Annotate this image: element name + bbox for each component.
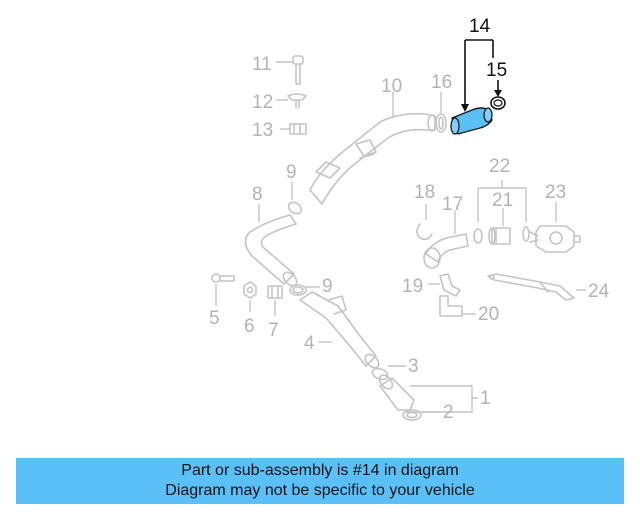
callout-23: 23	[545, 182, 566, 203]
part-10-hose	[309, 92, 437, 205]
part-20-clip	[439, 295, 476, 317]
part-16-clamp	[435, 92, 447, 133]
callout-13: 13	[252, 120, 273, 141]
part-11-bolt	[276, 55, 304, 85]
part-21-hose	[488, 208, 511, 245]
callout-18: 18	[414, 182, 435, 203]
callout-24: 24	[588, 281, 610, 302]
callout-15: 15	[486, 60, 507, 81]
part-14-hose-highlighted	[450, 107, 493, 135]
callout-3: 3	[408, 356, 419, 377]
banner-line-1: Part or sub-assembly is #14 in diagram	[181, 462, 459, 479]
callout-14: 14	[469, 16, 491, 37]
part-13-clip	[280, 123, 307, 135]
part-23-housing	[529, 202, 581, 253]
callout-17: 17	[442, 194, 463, 215]
part-7-grommet	[267, 285, 283, 316]
part-15-o-ring	[490, 96, 506, 110]
part-6-nut	[243, 281, 257, 312]
callout-22: 22	[489, 156, 510, 177]
part-24-bracket	[487, 273, 586, 301]
part-3-clamp	[371, 365, 406, 381]
callout-11: 11	[252, 54, 272, 75]
callout-15-leader	[494, 80, 502, 97]
callout-1: 1	[480, 388, 491, 409]
part-22-assembly	[473, 180, 530, 244]
part-1-hose	[378, 374, 478, 413]
part-2-clamp	[402, 409, 440, 421]
part-4-pipe	[299, 291, 380, 369]
part-9-clamp-upper	[287, 182, 303, 215]
part-8-hose	[244, 204, 298, 287]
callout-5: 5	[209, 308, 220, 329]
part-19-bracket	[428, 273, 461, 297]
callout-16: 16	[431, 72, 452, 93]
callout-14-leader	[461, 39, 494, 112]
info-banner: Part or sub-assembly is #14 in diagram D…	[16, 458, 624, 504]
part-9-clamp-lower	[289, 284, 320, 296]
callout-19: 19	[402, 276, 423, 297]
callout-4: 4	[304, 333, 315, 354]
parts-diagram: 11 12 13 10 16	[209, 16, 610, 423]
callout-9a: 9	[286, 162, 297, 183]
callout-2: 2	[443, 402, 454, 423]
callout-8: 8	[252, 184, 263, 205]
callout-12: 12	[252, 92, 273, 113]
callout-6: 6	[244, 316, 255, 337]
part-12-clip	[276, 93, 307, 109]
callout-10: 10	[381, 76, 402, 97]
callout-21: 21	[492, 190, 513, 211]
part-17-hose	[423, 210, 469, 269]
part-18-clip	[416, 204, 433, 241]
banner-line-2: Diagram may not be specific to your vehi…	[165, 482, 475, 499]
callout-7: 7	[268, 320, 279, 341]
callout-20: 20	[478, 304, 499, 325]
part-5-bolt	[211, 273, 235, 306]
callout-9b: 9	[322, 276, 333, 297]
